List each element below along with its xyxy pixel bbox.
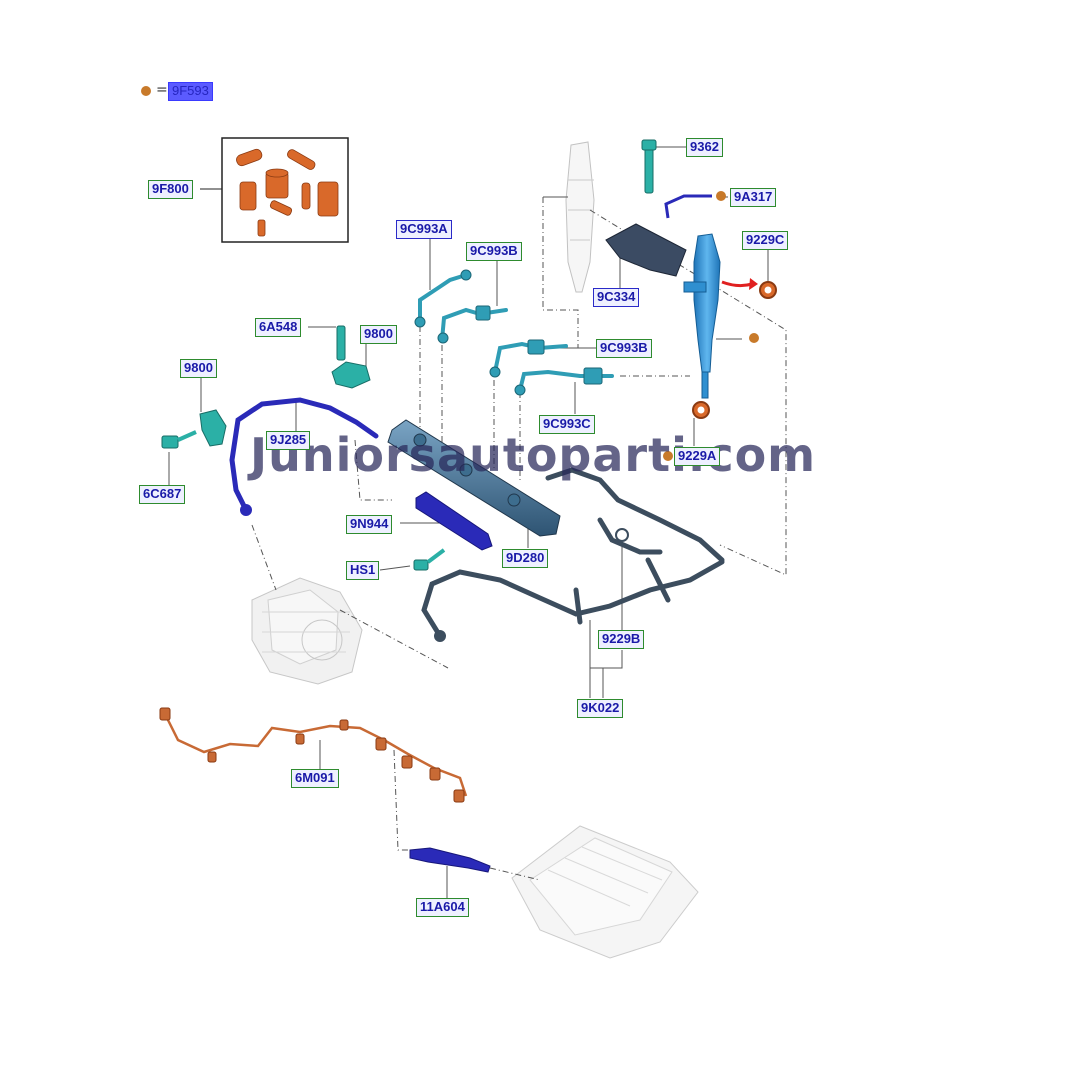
kit-9F800-box (200, 137, 349, 243)
injector-blue (683, 233, 721, 399)
callout-6M091[interactable]: 6M091 (291, 769, 339, 788)
fuel-rail-9D280 (387, 419, 561, 537)
callout-9C993B-mid[interactable]: 9C993B (596, 339, 652, 358)
callout-9K022[interactable]: 9K022 (577, 699, 624, 718)
callout-HS1[interactable]: HS1 (346, 561, 380, 580)
callout-9229C[interactable]: 9229C (742, 231, 789, 250)
clamp-9C334 (605, 223, 687, 277)
callout-9C993C[interactable]: 9C993C (539, 415, 595, 434)
fuel-lines (418, 273, 614, 392)
bolt-HS1 (413, 548, 446, 571)
return-pipe-9A317 (664, 194, 712, 219)
callout-9229A[interactable]: 9229A (674, 447, 721, 466)
glow-plug-11A604 (409, 847, 491, 873)
injector-ghost-illustration (565, 141, 595, 293)
wiring-harness-6M091 (159, 707, 468, 803)
plug-6C687 (161, 430, 197, 449)
callout-6A548[interactable]: 6A548 (255, 318, 302, 337)
legend-dot-icon (141, 86, 151, 96)
bracket-9N944 (415, 491, 493, 551)
callout-11A604[interactable]: 11A604 (416, 898, 469, 917)
callout-6C687[interactable]: 6C687 (139, 485, 186, 504)
legend-code-label[interactable]: 9F593 (168, 82, 213, 101)
callout-9C334[interactable]: 9C334 (593, 288, 640, 307)
arrow-right-red-icon (721, 278, 758, 290)
dot-orange-icon (663, 451, 673, 461)
connector-9800 (199, 409, 227, 447)
watermark-text: Juniorsautoparti.com (250, 428, 817, 482)
dot-orange-icon (716, 191, 726, 201)
harness-9K022 (421, 467, 725, 639)
bolt-9362 (641, 139, 657, 194)
legend-equals: = (156, 82, 168, 98)
callout-9A317[interactable]: 9A317 (730, 188, 777, 207)
callout-9F800[interactable]: 9F800 (148, 180, 193, 199)
callout-9J285[interactable]: 9J285 (266, 431, 311, 450)
engine-block-illustration (251, 577, 363, 685)
callout-9C993A[interactable]: 9C993A (396, 220, 452, 239)
callout-9D280[interactable]: 9D280 (502, 549, 549, 568)
callout-9229B[interactable]: 9229B (598, 630, 645, 649)
cylinder-head-illustration (511, 825, 699, 959)
sensor-6A548 (331, 325, 371, 389)
callout-9362[interactable]: 9362 (686, 138, 723, 157)
callout-9800-left[interactable]: 9800 (180, 359, 217, 378)
dot-orange-icon (749, 333, 759, 343)
seal-9229B (615, 528, 629, 542)
callout-9N944[interactable]: 9N944 (346, 515, 393, 534)
leader-lines (168, 146, 787, 898)
callout-9C993B-top[interactable]: 9C993B (466, 242, 522, 261)
return-hose-9J285 (229, 397, 379, 513)
callout-9800-upper[interactable]: 9800 (360, 325, 397, 344)
